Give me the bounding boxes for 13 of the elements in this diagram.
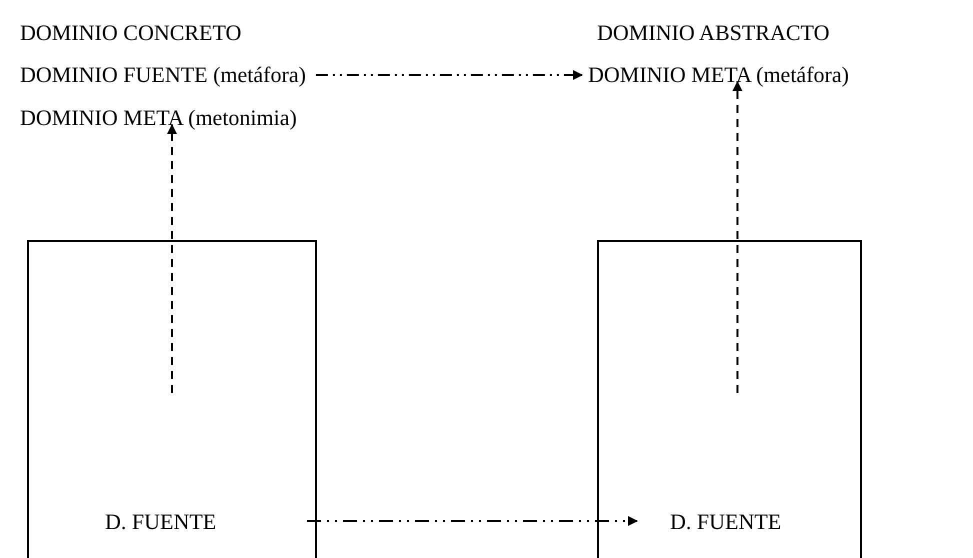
dashed-arrow bbox=[307, 516, 638, 526]
domain-label: DOMINIO META (metonimia) bbox=[20, 105, 297, 131]
box-label: D. FUENTE bbox=[105, 509, 216, 535]
box-label: D. FUENTE bbox=[670, 509, 782, 535]
dashed-arrow bbox=[167, 124, 177, 393]
domain-label: DOMINIO META (metáfora) bbox=[588, 62, 849, 88]
domain-label: DOMINIO FUENTE (metáfora) bbox=[20, 62, 306, 88]
domain-box bbox=[27, 240, 317, 558]
dashed-arrow bbox=[316, 70, 583, 80]
domain-heading: DOMINIO CONCRETO bbox=[20, 20, 242, 46]
domain-box bbox=[597, 240, 862, 558]
dashed-arrow bbox=[732, 81, 742, 393]
domain-heading: DOMINIO ABSTRACTO bbox=[597, 20, 830, 46]
